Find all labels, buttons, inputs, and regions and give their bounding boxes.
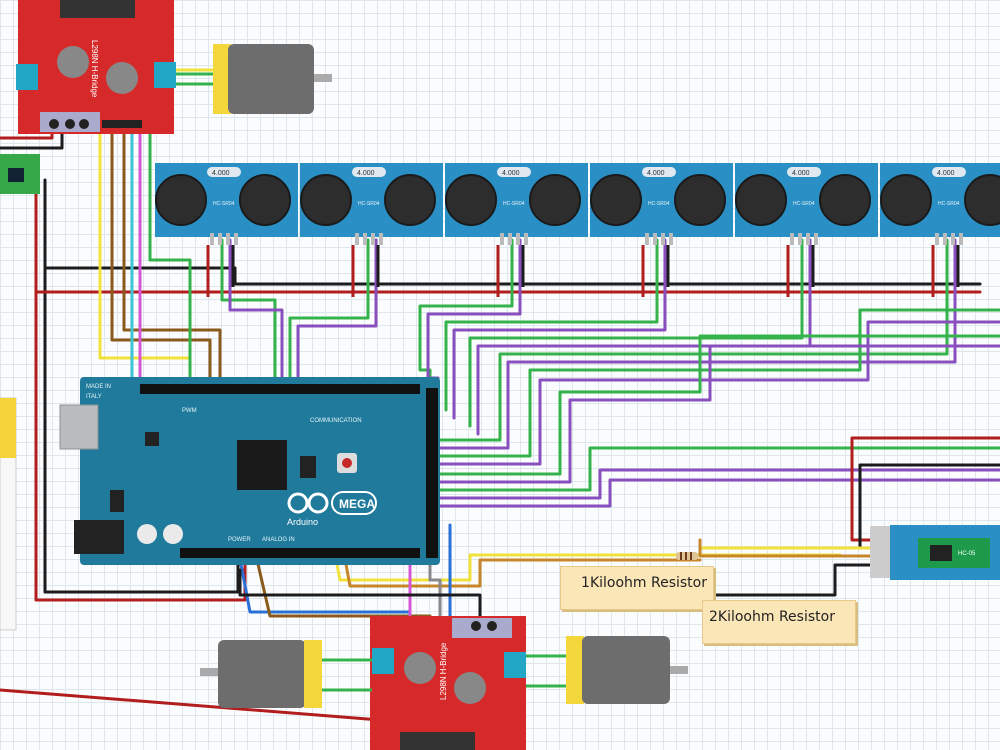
board-pwm-label: PWM <box>182 408 197 414</box>
wire-green-s6 <box>438 238 949 442</box>
dc-motor-top <box>176 44 332 114</box>
sensor-model-label: HC-SR04 <box>793 201 815 207</box>
sensor-crystal-label: 4.000 <box>937 170 955 177</box>
dc-motor-bottom-right <box>526 636 688 704</box>
wire-green-top <box>148 128 192 397</box>
sensor-crystal-label: 4.000 <box>792 170 810 177</box>
board-country-label: ITALY <box>86 394 102 400</box>
l298n-driver-bottom: L298N H-Bridge <box>370 616 526 750</box>
wire-brown-top-2 <box>122 128 222 397</box>
ultrasonic-sensor-row: 4.000HC-SR044.000HC-SR044.000HC-SR044.00… <box>155 163 1000 297</box>
resistor-1k <box>676 552 698 560</box>
sensor-model-label: HC-SR04 <box>503 201 525 207</box>
resistor-2k-note: 2Kiloohm Resistor <box>702 600 856 644</box>
wire-purple-extra-1 <box>438 320 1000 466</box>
wire-green-extra-3 <box>438 446 1000 492</box>
bottom-driver-label: L298N H-Bridge <box>439 642 448 700</box>
top-driver-label: L298N H-Bridge <box>90 40 99 98</box>
wire-purple-s1 <box>228 238 284 384</box>
wire-red-bottom-long <box>0 688 382 722</box>
wire-purple-s4 <box>452 238 667 420</box>
battery-pack-cap <box>0 398 16 458</box>
arduino-logo <box>287 492 329 514</box>
arduino-mega-board: MADE IN ITALY COMMUNICATION PWM POWER AN… <box>59 377 440 565</box>
board-model-label: MEGA <box>339 497 375 511</box>
l298n-driver-top: L298N H-Bridge <box>16 0 176 134</box>
dc-motor-bottom-left <box>200 640 372 708</box>
board-comm-label: COMMUNICATION <box>310 418 362 424</box>
wire-purple-s3 <box>426 238 522 450</box>
wire-black-left-rail <box>43 178 240 594</box>
wire-brown-top-1 <box>110 128 212 397</box>
board-analog-label: ANALOG IN <box>262 537 295 543</box>
board-power-label: POWER <box>228 537 251 543</box>
wire-green-s4 <box>444 238 659 412</box>
sensor-crystal-label: 4.000 <box>647 170 665 177</box>
sensor-model-label: HC-SR04 <box>648 201 670 207</box>
bluetooth-module: HC-05 <box>870 525 1000 580</box>
wire-red-bt <box>850 436 1000 542</box>
wire-purple-extra-4 <box>438 478 1000 508</box>
sensor-model-label: HC-SR04 <box>358 201 380 207</box>
wire-purple-extra-3 <box>438 468 1000 500</box>
bluetooth-label: HC-05 <box>958 551 976 557</box>
resistor-1k-note-text: 1Kiloohm Resistor <box>581 575 707 591</box>
sensor-crystal-label: 4.000 <box>212 170 230 177</box>
wire-green-s5 <box>468 238 804 428</box>
wire-black-res <box>698 563 872 597</box>
wire-purple-s2 <box>296 238 378 384</box>
wire-green-extra-2 <box>438 334 1000 476</box>
resistor-2k-note-text: 2Kiloohm Resistor <box>709 609 835 625</box>
resistor-1k-note: 1Kiloohm Resistor <box>560 566 714 610</box>
board-brand-label: Arduino <box>287 517 318 527</box>
board-maker-label: MADE IN <box>86 384 111 390</box>
wire-green-s2 <box>288 238 370 384</box>
wire-green-extra-1 <box>438 308 1000 458</box>
sensor-model-label: HC-SR04 <box>938 201 960 207</box>
wire-green-s1 <box>220 238 277 384</box>
wire-purple-s6 <box>438 238 957 450</box>
wire-black-bottom <box>238 568 482 627</box>
wire-purple-s5 <box>476 238 812 436</box>
sensor-model-label: HC-SR04 <box>213 201 235 207</box>
sensor-crystal-label: 4.000 <box>357 170 375 177</box>
wire-brown-bt <box>698 538 872 558</box>
sensor-crystal-label: 4.000 <box>502 170 520 177</box>
wire-purple-extra-2 <box>438 344 1000 484</box>
green-module-chip <box>8 168 24 182</box>
